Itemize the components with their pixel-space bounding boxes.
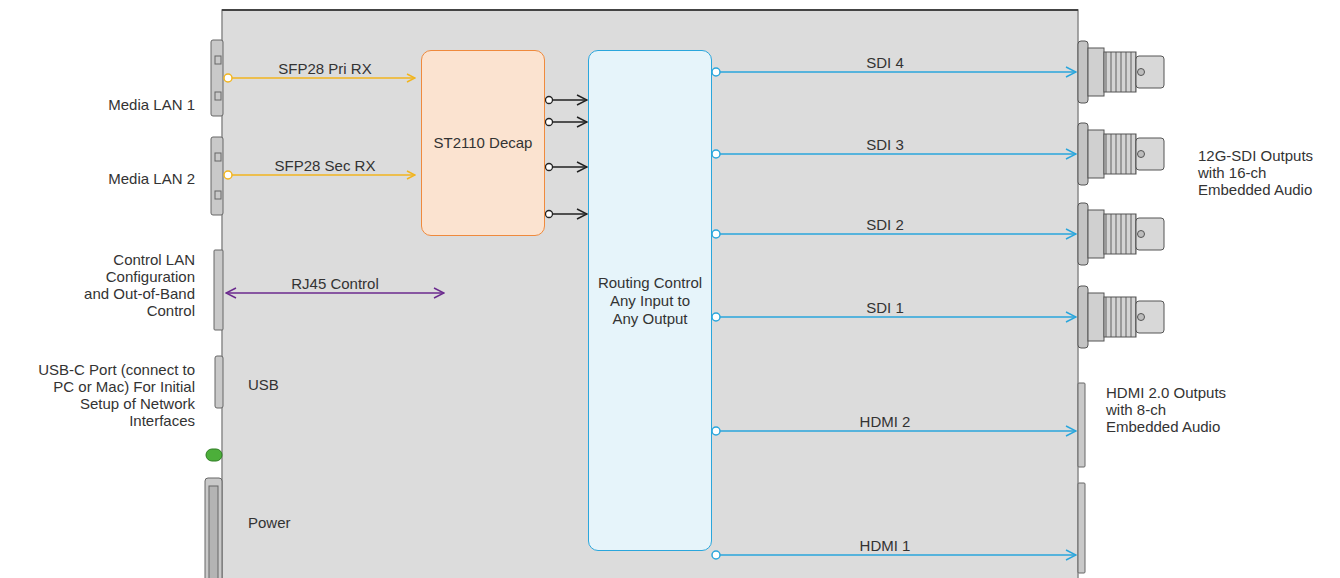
signal-name: HDMI 2 — [840, 413, 930, 430]
bnc-connector — [1104, 214, 1136, 254]
control-line — [226, 292, 444, 294]
sfp-rx-line — [232, 77, 415, 79]
signal-name: SFP28 Sec RX — [265, 157, 385, 174]
port-label: Control LAN Configuration and Out-of-Ban… — [80, 251, 195, 319]
output-line — [720, 316, 1076, 318]
bnc-connector — [1088, 48, 1104, 96]
bnc-connector — [1136, 56, 1164, 88]
bnc-connector — [1078, 203, 1164, 265]
bnc-connector — [1138, 231, 1145, 238]
output-line — [712, 150, 720, 158]
output-line — [712, 313, 720, 321]
port-label: HDMI 2.0 Outputs with 8-ch Embedded Audi… — [1106, 384, 1238, 435]
sfp-rx-line — [232, 174, 415, 176]
signal-arrow — [549, 166, 587, 168]
power-connector — [205, 478, 222, 578]
bnc-connector — [1104, 297, 1136, 337]
signal-name: SDI 4 — [840, 54, 930, 71]
bnc-connector — [1138, 151, 1145, 158]
routing-box: Routing Control Any Input to Any Output — [588, 50, 712, 551]
status-led — [206, 449, 222, 461]
signal-arrow — [549, 121, 587, 123]
bnc-connector — [1078, 203, 1088, 265]
signal-name: HDMI 1 — [840, 537, 930, 554]
output-line — [720, 554, 1076, 556]
signal-arrow — [549, 99, 587, 101]
output-line — [712, 68, 1076, 559]
bnc-connector — [1078, 123, 1088, 185]
bnc-connector — [1078, 286, 1088, 348]
port-label: Power — [248, 514, 328, 531]
power-connector — [209, 486, 218, 578]
bnc-connector — [1136, 138, 1164, 170]
output-line — [720, 71, 1076, 73]
sfp-port — [215, 191, 221, 199]
output-line — [712, 551, 720, 559]
bnc-connector — [1078, 286, 1164, 348]
output-line — [712, 427, 720, 435]
decap-box: ST2110 Decap — [421, 50, 545, 236]
bnc-connector — [1088, 130, 1104, 178]
signal-arrow — [549, 213, 587, 215]
output-line — [712, 230, 720, 238]
bnc-connector — [1138, 69, 1145, 76]
output-line — [720, 430, 1076, 432]
port-label: USB — [248, 376, 308, 393]
bnc-connector — [1136, 301, 1164, 333]
sfp-port — [211, 40, 223, 116]
sfp-rx-line — [224, 74, 415, 179]
bnc-connector — [1104, 134, 1136, 174]
usb-c-port — [215, 356, 223, 408]
sfp-port — [211, 40, 223, 215]
device-housing — [222, 10, 1078, 578]
sfp-port — [215, 56, 221, 64]
sfp-port — [215, 153, 221, 161]
signal-name: RJ45 Control — [280, 275, 390, 292]
device-housing — [222, 9, 1078, 11]
port-label: USB-C Port (connect to PC or Mac) For In… — [28, 361, 195, 429]
bnc-connector — [1138, 314, 1145, 321]
usb-c-port — [215, 356, 223, 408]
bnc-connector — [1088, 210, 1104, 258]
signal-name: SDI 2 — [840, 216, 930, 233]
hdmi-port — [1078, 383, 1085, 467]
rj45-port — [214, 250, 223, 330]
sfp-port — [211, 137, 223, 215]
sfp-rx-line — [224, 171, 232, 179]
hdmi-port — [1078, 483, 1085, 573]
output-line — [720, 153, 1076, 155]
device-housing — [222, 10, 1078, 578]
sfp-rx-line — [224, 74, 232, 82]
sfp-port — [215, 92, 221, 100]
rj45-port — [214, 250, 223, 330]
bnc-connector — [1078, 41, 1088, 103]
bnc-connector — [1078, 41, 1164, 103]
port-label: 12G-SDI Outputs with 16-ch Embedded Audi… — [1198, 147, 1328, 198]
signal-name: SDI 3 — [840, 136, 930, 153]
signal-name: SFP28 Pri RX — [270, 60, 380, 77]
bnc-connector — [1078, 41, 1164, 348]
bnc-connector — [1136, 218, 1164, 250]
status-led — [206, 449, 222, 461]
box-label: ST2110 Decap — [434, 134, 533, 152]
output-line — [712, 68, 720, 76]
bnc-connector — [1104, 52, 1136, 92]
output-line — [720, 233, 1076, 235]
bnc-connector — [1088, 293, 1104, 341]
power-connector — [205, 478, 222, 578]
signal-name: SDI 1 — [840, 299, 930, 316]
hdmi-port — [1078, 383, 1085, 573]
bnc-connector — [1078, 123, 1164, 185]
port-label: Media LAN 1 — [60, 96, 195, 113]
control-line — [226, 292, 444, 294]
port-label: Media LAN 2 — [60, 170, 195, 187]
box-label: Routing Control Any Input to Any Output — [596, 274, 704, 328]
